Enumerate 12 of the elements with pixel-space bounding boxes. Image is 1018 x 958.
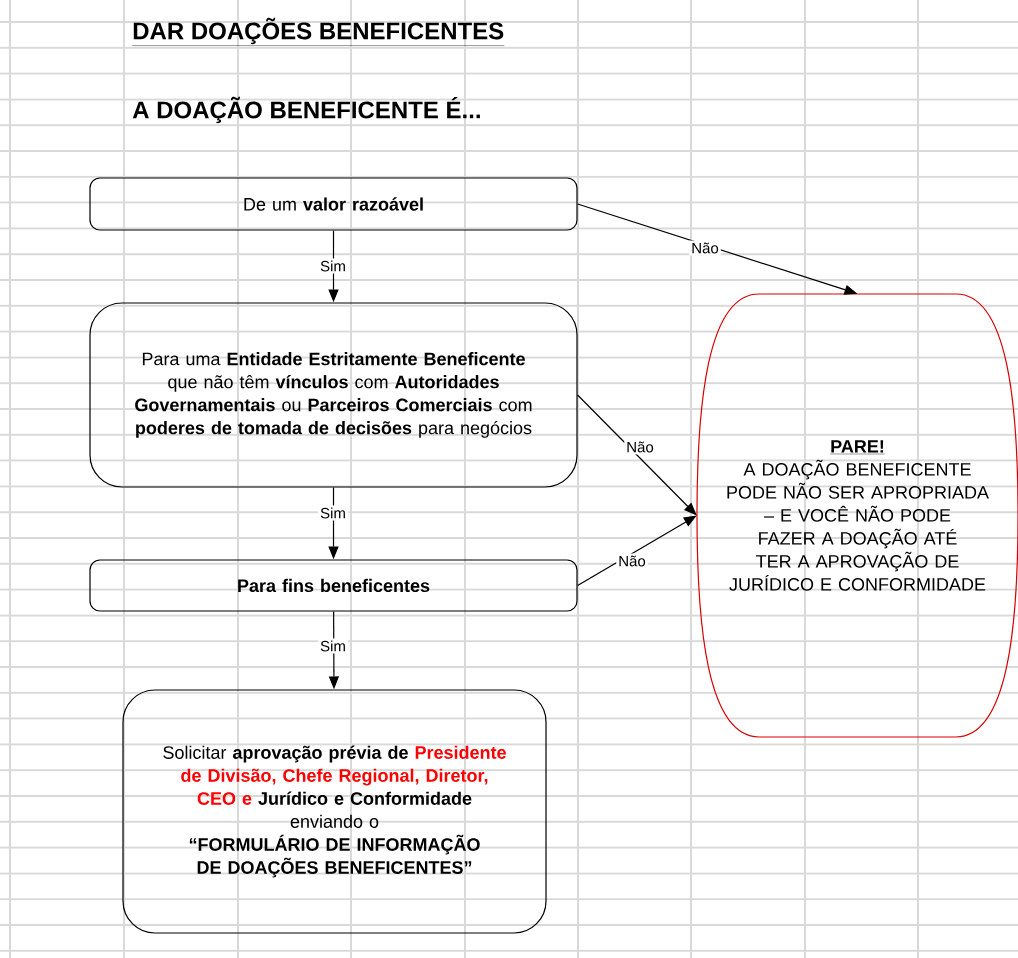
edge-label: Sim bbox=[318, 638, 348, 654]
process-box: Solicitar aprovação prévia de Presidente de Divisão, Chefe Regional, Diretor, CEO e Jurídico e Conformidade enviando o “FORMULÁRIO DE INFORMAÇÃO DE DOAÇÕES BENEFICENTES” bbox=[122, 689, 547, 934]
process-box: Para fins beneficentes bbox=[89, 559, 578, 612]
heading: A DOAÇÃO BENEFICENTE É... bbox=[132, 96, 480, 124]
process-box: Para uma Entidade Estritamente Beneficente que não têm vínculos com Autoridades Governamentais ou Parceiros Comerciais com poderes de tomada de decisões para negócios bbox=[89, 302, 578, 488]
edge-label: Não bbox=[624, 439, 656, 455]
edge-label: Não bbox=[616, 553, 648, 569]
edge-label: Sim bbox=[318, 505, 348, 521]
edge-label: Sim bbox=[318, 258, 348, 274]
edge-label: Não bbox=[689, 240, 721, 256]
process-box: De um valor razoável bbox=[89, 177, 578, 231]
title: DAR DOAÇÕES BENEFICENTES bbox=[132, 17, 505, 46]
